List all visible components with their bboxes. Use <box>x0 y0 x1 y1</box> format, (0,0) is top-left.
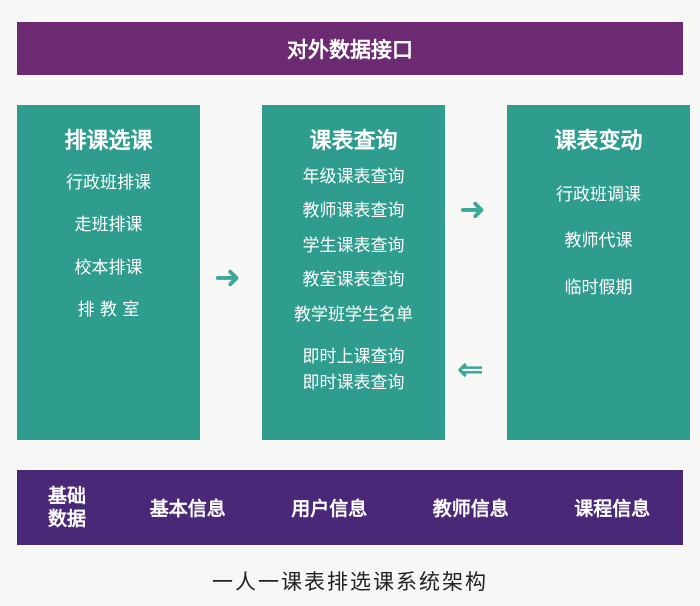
top-label: 对外数据接口 <box>287 37 413 62</box>
arrow-right-icon: ➜ <box>459 190 486 228</box>
box-title: 课表变动 <box>554 129 643 154</box>
list-item: 教学班学生名单 <box>294 304 413 325</box>
data-item: 教师信息 <box>432 498 509 520</box>
data-item: 课程信息 <box>574 498 651 520</box>
list-item: 即时上课查询 <box>302 346 405 367</box>
list-item: 行政班调课 <box>556 185 641 205</box>
list-item: 校本排课 <box>74 257 143 278</box>
list-item: 走班排课 <box>74 215 143 236</box>
box-title: 排课选课 <box>64 129 153 154</box>
base-data-bar: 基础数据 基本信息 用户信息 教师信息 课程信息 <box>17 470 683 545</box>
data-item: 基本信息 <box>149 498 226 520</box>
external-data-interface-bar: 对外数据接口 <box>17 22 683 75</box>
list-item: 教室课表查询 <box>302 270 405 291</box>
list-item: 学生课表查询 <box>302 235 405 256</box>
timetable-query-box: 课表查询 年级课表查询 教师课表查询 学生课表查询 教室课表查询 教学班学生名单… <box>262 105 445 440</box>
base-data-label: 基础数据 <box>47 484 86 530</box>
arrow-right-icon: ➜ <box>214 258 241 296</box>
list-item: 排 教 室 <box>77 300 140 321</box>
list-item: 行政班排课 <box>66 173 151 193</box>
arrow-left-icon: ⇐ <box>457 350 484 388</box>
scheduling-box: 排课选课 行政班排课 走班排课 校本排课 排 教 室 <box>17 105 200 440</box>
box-title: 课表查询 <box>309 129 398 154</box>
list-item: 年级课表查询 <box>302 167 405 187</box>
timetable-change-box: 课表变动 行政班调课 教师代课 临时假期 <box>507 105 690 440</box>
list-item: 教师课表查询 <box>302 201 405 222</box>
data-item: 用户信息 <box>291 498 368 520</box>
list-item: 教师代课 <box>564 231 633 252</box>
list-item: 临时假期 <box>564 277 633 298</box>
list-item: 即时课表查询 <box>302 373 405 394</box>
diagram-caption: 一人一课表排选课系统架构 <box>212 570 488 594</box>
